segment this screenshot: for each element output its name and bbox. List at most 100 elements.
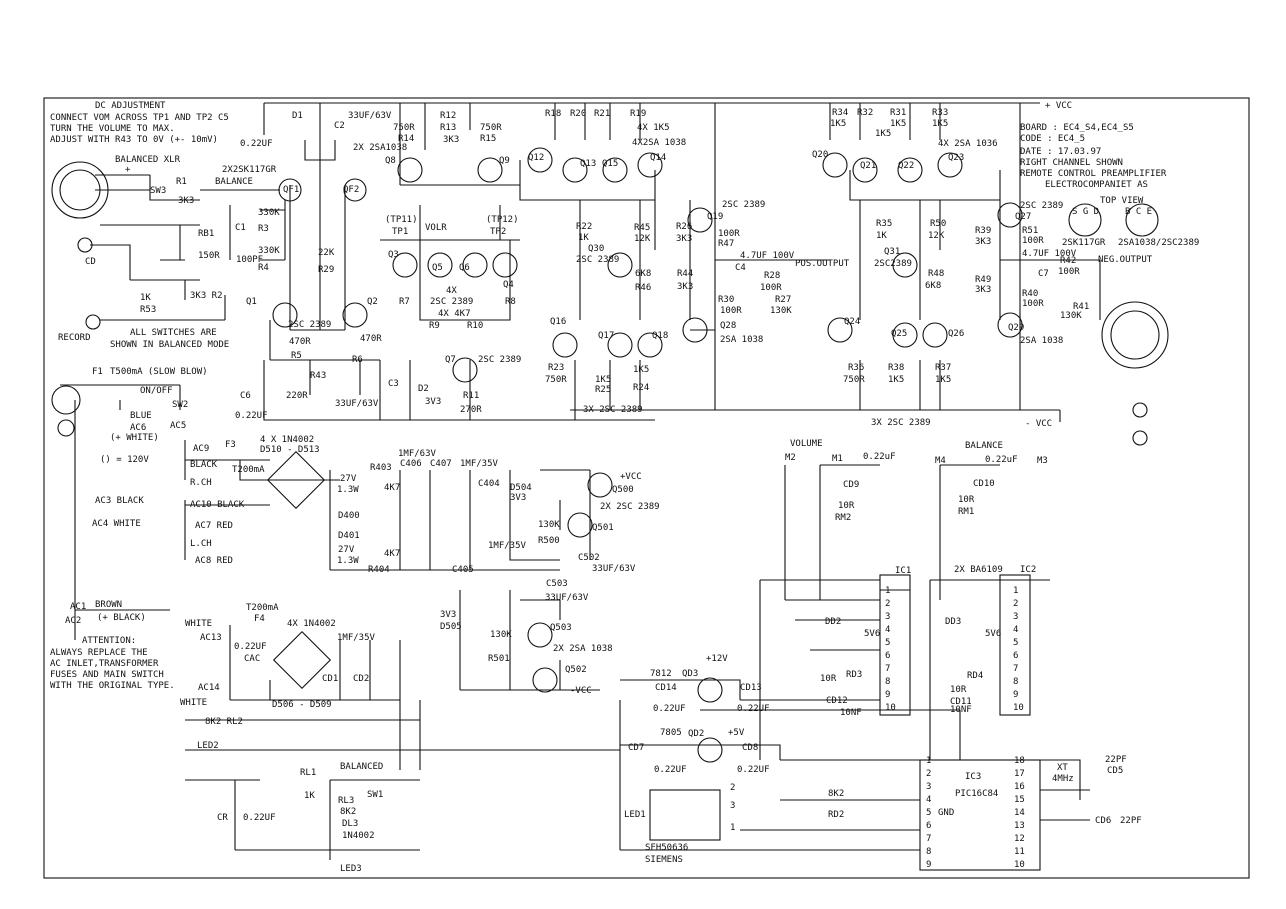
label-r5: R5 (291, 351, 302, 361)
label-r43: R43 (310, 371, 326, 381)
label-4x: 4X (446, 286, 457, 296)
svg-text:9: 9 (926, 860, 931, 870)
label-4x2sa: 4X2SA 1038 (632, 138, 686, 148)
label-c503: C503 (546, 579, 568, 589)
label-33uf63d: 33UF/63V (545, 593, 589, 603)
label-3v3a: 3V3 (425, 397, 441, 407)
label-dd3: DD3 (945, 617, 961, 627)
label-r44: R44 (677, 269, 693, 279)
label-tp2: TP2 (490, 227, 506, 237)
label-4x2sa1036: 4X 2SA 1036 (938, 139, 998, 149)
led1-optocoupler (649, 789, 721, 841)
label-5v: +5V (728, 728, 745, 738)
component-labels: BALANCED XLR + SW3 R1 3K3 BALANCE 2X2SK1… (58, 108, 1153, 874)
label-pos: POS.OUTPUT (795, 259, 850, 269)
label-10ra: 10R (838, 501, 855, 511)
svg-text:4: 4 (926, 795, 931, 805)
ic-pin-numbers: 123 456 789 10 123 456 789 10 123 456 78… (730, 586, 1025, 870)
label-q3: Q3 (388, 250, 399, 260)
label-r42: R42 (1060, 256, 1076, 266)
svg-text:6: 6 (926, 821, 931, 831)
label-r51: R51 (1022, 226, 1038, 236)
label-r40: R40 (1022, 289, 1038, 299)
label-r23: R23 (548, 363, 564, 373)
bridge-rectifier-2 (272, 630, 332, 690)
transistor-symbols (272, 147, 1023, 763)
label-c4: C4 (735, 263, 746, 273)
label-rm2: RM2 (835, 513, 851, 523)
label-ac6: AC6 (130, 423, 146, 433)
label-r13: R13 (440, 123, 456, 133)
svg-text:9: 9 (885, 690, 890, 700)
label-q20: Q20 (812, 150, 828, 160)
label-c2: C2 (334, 121, 345, 131)
label-3k3b: 3K3 (443, 135, 459, 145)
label-100rb: 100R (760, 283, 782, 293)
label-t500: T500mA (SLOW BLOW) (110, 367, 208, 377)
label-750rb: 750R (480, 123, 502, 133)
label-d510: D510 - D513 (260, 445, 320, 455)
label-220r: 220R (286, 391, 308, 401)
label-cd12: CD12 (826, 696, 848, 706)
label-cd5: CD5 (1107, 766, 1123, 776)
label-c6: C6 (240, 391, 251, 401)
label-1kb: 1K (876, 231, 887, 241)
rca-out1 (1132, 402, 1148, 418)
label-bal-xlr: BALANCED XLR (115, 155, 181, 165)
svg-text:2: 2 (926, 769, 931, 779)
label-r45: R45 (634, 223, 650, 233)
label-rl3: RL3 (338, 796, 354, 806)
label-cd9: CD9 (843, 480, 859, 490)
label-r3: R3 (258, 224, 269, 234)
label-c7: C7 (1038, 269, 1049, 279)
label-q7: Q7 (445, 355, 456, 365)
svg-text:7: 7 (1013, 664, 1018, 674)
svg-text:10: 10 (1014, 860, 1025, 870)
label-2sc2389b: 2SC 2389 (288, 320, 331, 330)
label-qd2: QD2 (688, 729, 704, 739)
svg-text:17: 17 (1014, 769, 1025, 779)
label-q500: Q500 (612, 485, 634, 495)
svg-text:7: 7 (926, 834, 931, 844)
label-5v6b: 5V6 (985, 629, 1001, 639)
label-cd7: CD7 (628, 743, 644, 753)
board-label: BOARD : EC4_S4,EC4_S5 (1020, 123, 1134, 133)
svg-text:1: 1 (885, 586, 890, 596)
dc-line-3: ADJUST WITH R43 TO 0V (+- 10mV) (50, 135, 218, 145)
label-vccp2: +VCC (620, 472, 642, 482)
label-3k3f: 3K3 (975, 285, 991, 295)
label-1mf35b: 1MF/35V (488, 541, 527, 551)
label-022b: 0.22uF (985, 455, 1018, 465)
label-3x2sca: 3X 2SC 2389 (583, 405, 643, 415)
label-vccn: - VCC (1025, 419, 1052, 429)
label-022v: 0.22uF (863, 452, 896, 462)
label-r403: R403 (370, 463, 392, 473)
label-1k5h: 1K5 (935, 375, 951, 385)
remote-label: REMOTE CONTROL PREAMPLIFIER (1020, 169, 1167, 179)
label-r14: R14 (398, 134, 414, 144)
label-ac8: AC8 RED (195, 556, 233, 566)
label-4k7a: 4K7 (384, 483, 400, 493)
label-8k2b: 8K2 (340, 807, 356, 817)
label-ac3: AC3 BLACK (95, 496, 144, 506)
label-2sc2389f: 2SC 2389 (1020, 201, 1063, 211)
label-22k: 22K (318, 248, 335, 258)
label-8k2c: 8K2 (828, 789, 844, 799)
label-33uf63b: 33UF/63V (335, 399, 379, 409)
label-r9: R9 (429, 321, 440, 331)
svg-text:1: 1 (926, 756, 931, 766)
label-plus1: + (125, 165, 131, 175)
label-47uf2: 4.7UF 100V (1022, 249, 1077, 259)
label-q501: Q501 (592, 523, 614, 533)
label-130kc: 130K (538, 520, 560, 530)
label-r25: R25 (595, 385, 611, 395)
label-7805: 7805 (660, 728, 682, 738)
topview-label: TOP VIEW (1100, 196, 1144, 206)
attention-line-1: ALWAYS REPLACE THE (50, 648, 148, 658)
ic1-body (879, 574, 911, 716)
svg-text:4: 4 (1013, 625, 1018, 635)
label-r20: R20 (570, 109, 586, 119)
label-balanced: BALANCED (340, 762, 383, 772)
label-r38: R38 (888, 363, 904, 373)
svg-text:5: 5 (1013, 638, 1018, 648)
